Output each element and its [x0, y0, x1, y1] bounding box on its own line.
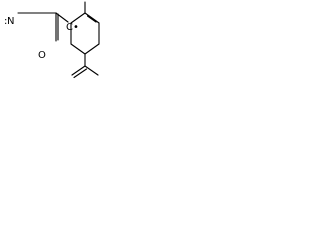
ring-bond-c5-c6	[70, 43, 86, 55]
ring-bond-c3-c3b-double	[86, 15, 97, 23]
isopropenyl-bond-ca-ch2	[71, 65, 86, 76]
ring-bond-c1-c2	[70, 12, 86, 24]
isopropenyl-bond-ca-ch3	[84, 65, 99, 76]
lone-pair-marker: :	[4, 16, 7, 27]
isopropenyl-bond-ca-ch2-double	[73, 68, 88, 79]
molecule-structure: N : O C •	[4, 1, 100, 79]
radical-marker: •	[73, 22, 79, 33]
ring-bond-c2-c3	[84, 12, 100, 24]
oxygen-label: O	[38, 50, 46, 61]
ring-bond-c4-c5	[84, 43, 100, 55]
nitrogen-label: N	[7, 16, 14, 27]
ring-carbon-label: C	[66, 22, 73, 33]
